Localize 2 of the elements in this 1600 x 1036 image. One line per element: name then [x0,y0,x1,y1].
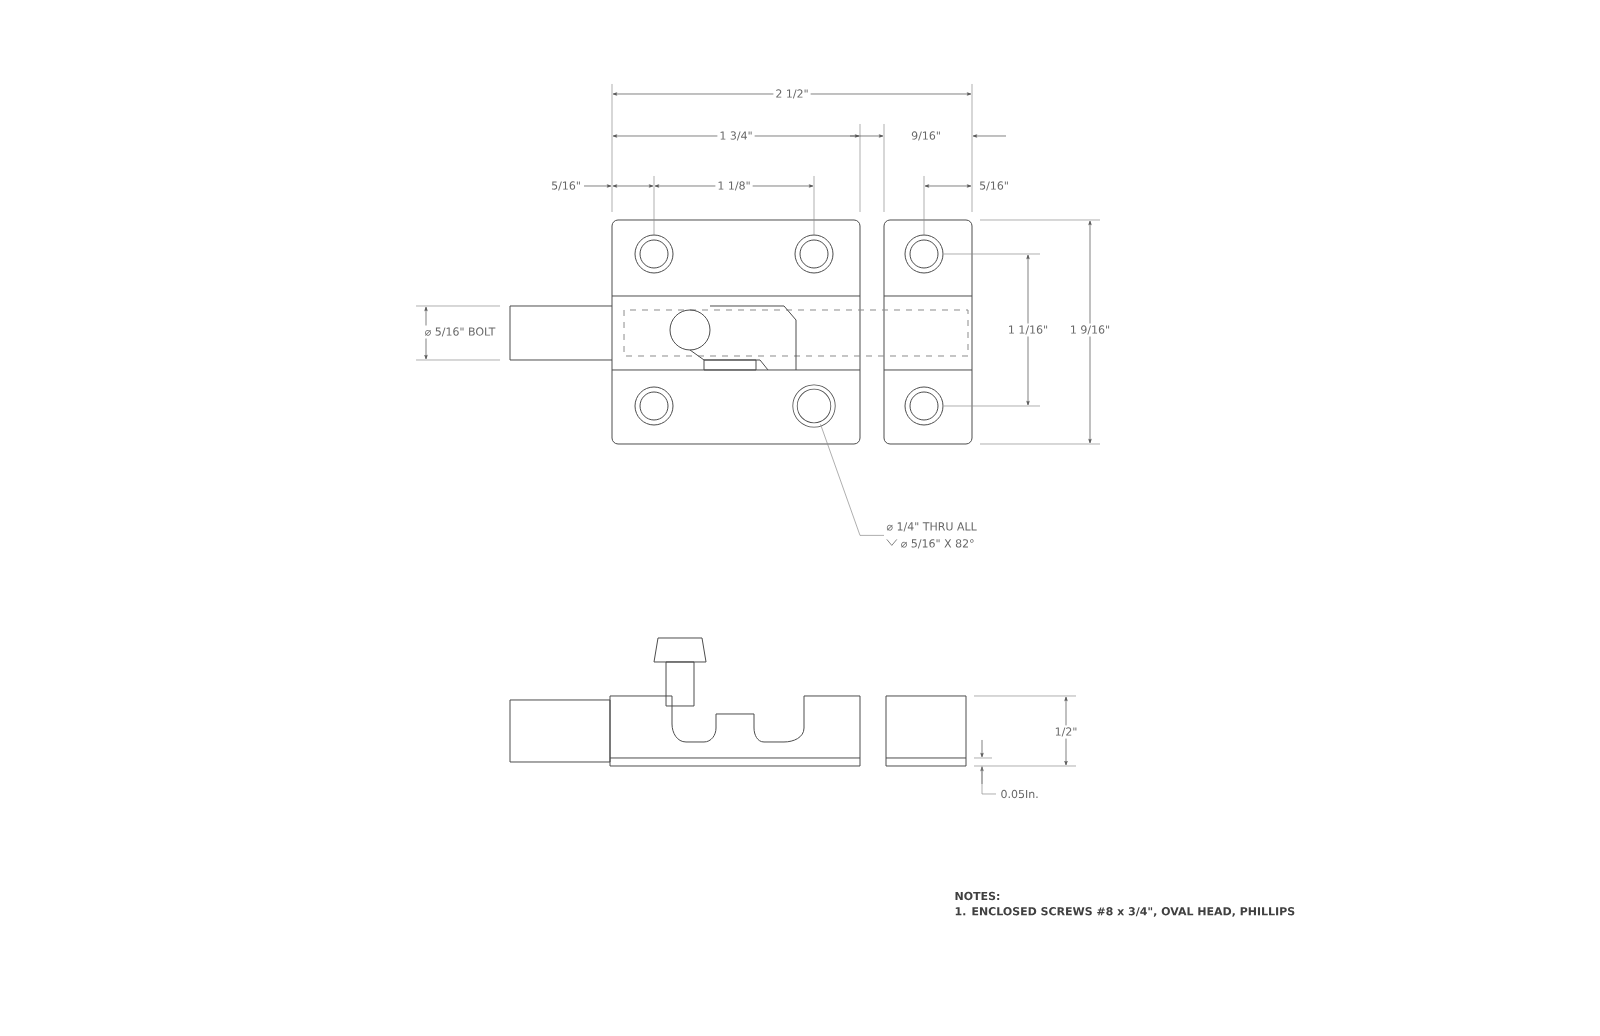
leader-line [820,423,885,536]
screw-hole [792,384,836,428]
